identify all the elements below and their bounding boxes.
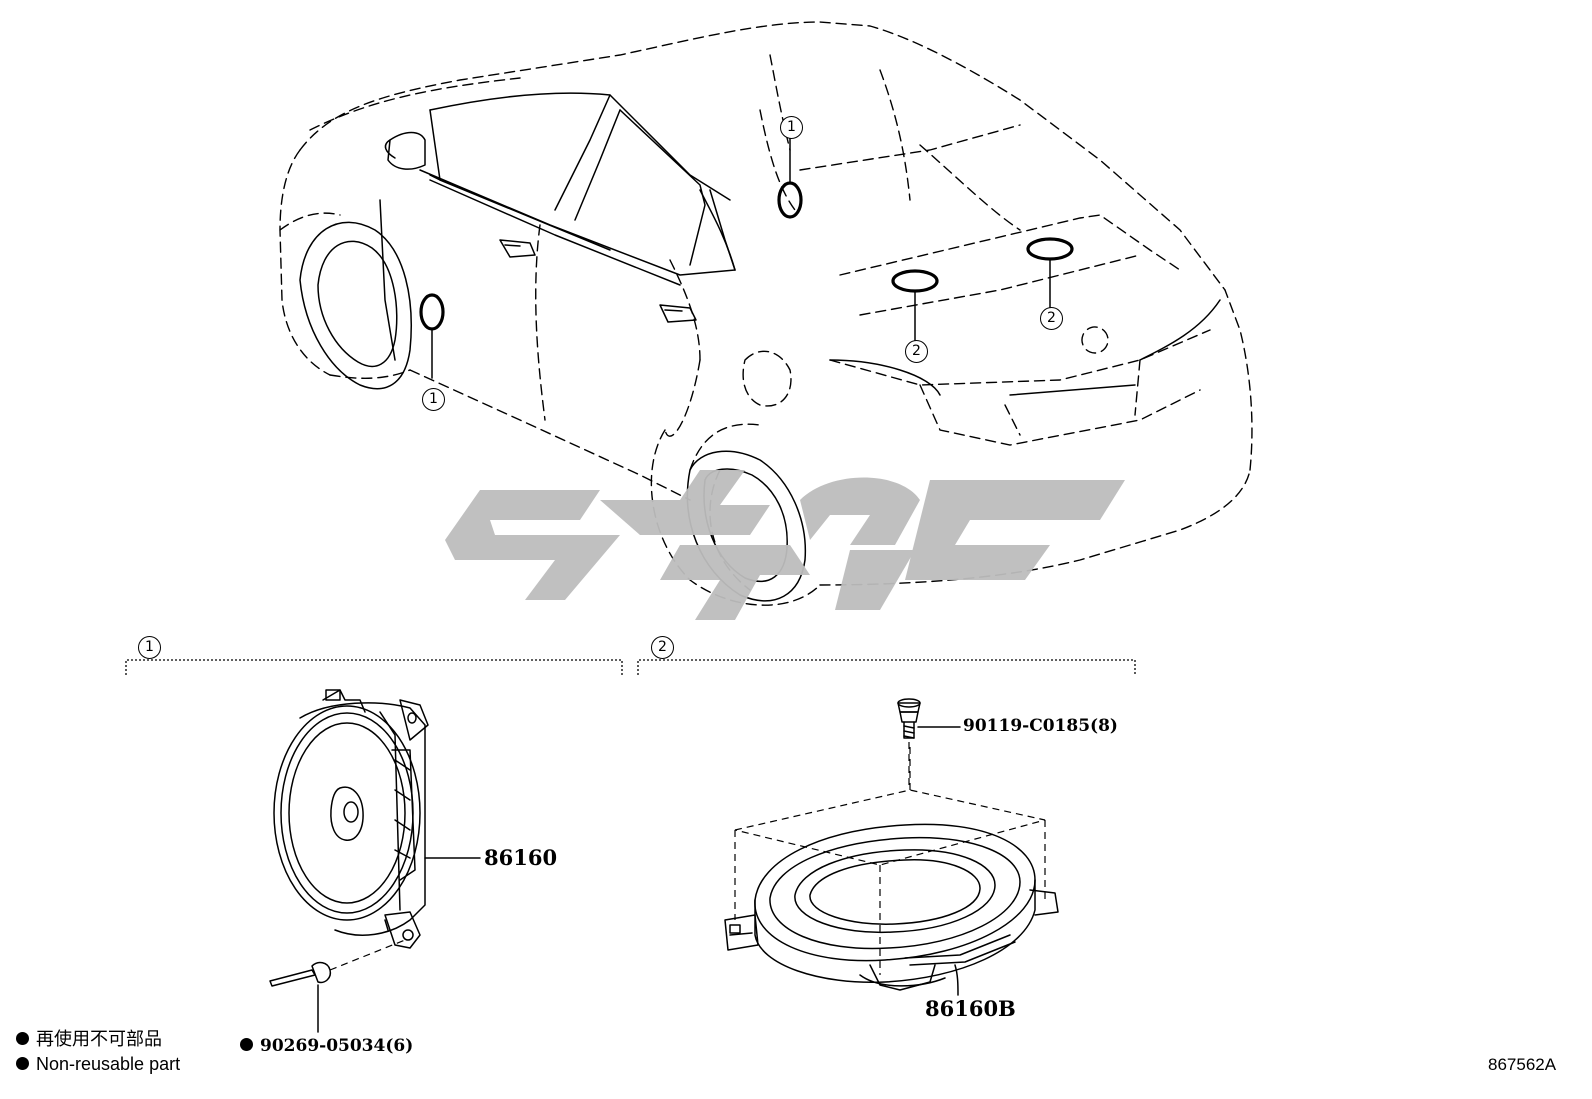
front-door-speaker-ring <box>419 293 445 331</box>
rivet-part-number: 90269-05034(6) <box>260 1036 414 1056</box>
front-speaker-drawing <box>273 689 481 949</box>
part-label-screw[interactable]: 90119-C0185(8) <box>963 716 1118 736</box>
shelf-speaker-ring-left <box>891 269 939 293</box>
diagram-id: 867562A <box>1488 1055 1557 1074</box>
part-label-86160[interactable]: 86160 <box>484 845 558 870</box>
speaker-locations <box>419 137 1074 379</box>
legend-jp: 再使用不可部品 <box>16 1030 162 1048</box>
car-outline <box>279 21 1253 606</box>
callout-1-rear: 1 <box>780 116 803 139</box>
rear-speaker-drawing <box>724 745 1059 996</box>
shelf-speaker-ring-right <box>1026 237 1074 261</box>
rear-door-speaker-ring <box>777 181 803 219</box>
legend-en-text: Non-reusable part <box>36 1054 181 1074</box>
callout-2-right: 2 <box>1040 307 1063 330</box>
legend-bullet-en <box>16 1056 29 1070</box>
group-1-marker: 1 <box>138 636 161 659</box>
legend-bullet-jp <box>16 1031 29 1045</box>
legend-en: Non-reusable part <box>16 1055 180 1073</box>
part-label-86160b[interactable]: 86160B <box>925 996 1016 1021</box>
part-label-rivet[interactable]: 90269-05034(6) <box>240 1038 413 1055</box>
callout-1-front: 1 <box>422 388 445 411</box>
group-2-marker: 2 <box>651 636 674 659</box>
screw-drawing <box>897 698 961 790</box>
non-reusable-bullet <box>240 1038 253 1051</box>
group-brackets <box>125 659 1136 675</box>
callout-2-left: 2 <box>905 340 928 363</box>
car-solid-lines <box>299 92 1221 602</box>
rivet-drawing <box>269 939 406 1033</box>
legend-jp-text: 再使用不可部品 <box>36 1029 162 1049</box>
watermark <box>445 470 1125 620</box>
